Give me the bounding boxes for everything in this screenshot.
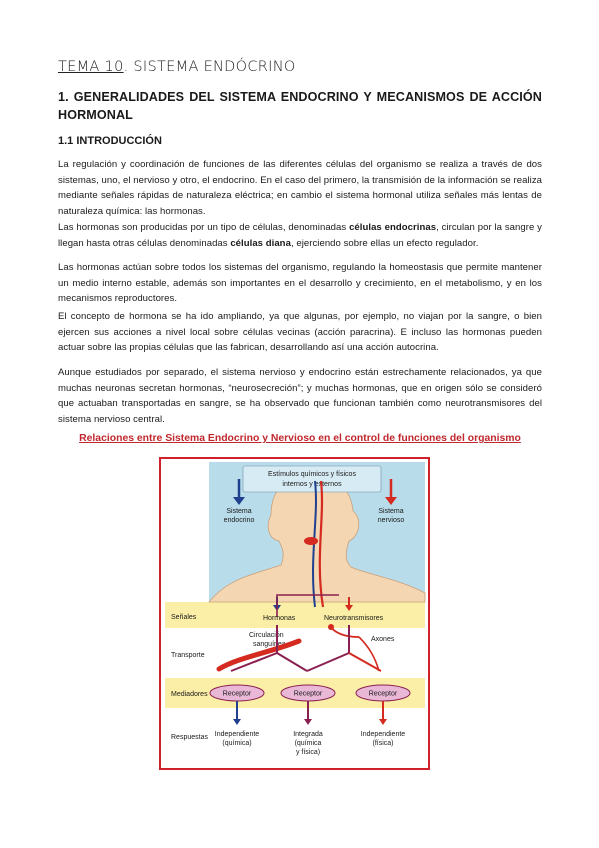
gland-shape xyxy=(304,537,318,545)
nervous-label-2: nervioso xyxy=(378,517,405,524)
endocrine-label-1: Sistema xyxy=(226,508,251,515)
subsection-heading: 1.1 INTRODUCCIÓN xyxy=(58,135,162,147)
term-endocrine-cells: células endocrinas xyxy=(349,222,437,233)
stimuli-label-2: internos y externos xyxy=(282,481,342,488)
paragraph-4: El concepto de hormona se ha ido amplian… xyxy=(58,311,542,354)
receptor-label-1: Receptor xyxy=(223,691,252,698)
response-2-label-1: Integrada xyxy=(293,731,323,738)
paragraph-2-text-b: , circulan por la sangre y llegan hasta … xyxy=(58,222,543,249)
receptor-label-3: Receptor xyxy=(369,691,398,698)
response-2-label-3: y física) xyxy=(296,749,320,756)
row-label-mediators: Mediadores xyxy=(171,691,208,698)
row-label-transport: Transporte xyxy=(171,652,205,659)
receptor-label-2: Receptor xyxy=(294,691,323,698)
paragraph-2-text-c: , ejerciendo sobre ellas un efecto regul… xyxy=(290,237,479,249)
endocrine-nervous-diagram: Estímulos químicos y físicos internos y … xyxy=(159,457,430,770)
response-arrowhead-2 xyxy=(304,719,312,725)
response-3-label-2: (física) xyxy=(373,740,394,747)
response-1-label-1: Independiente xyxy=(215,731,259,738)
paragraph-1: La regulación y coordinación de funcione… xyxy=(58,159,542,217)
title-subject: . SISTEMA ENDÓCRINO xyxy=(123,59,296,75)
circulation-label-1: Circulación xyxy=(249,632,284,639)
paragraph-2: Las hormonas son producidas por un tipo … xyxy=(58,220,542,251)
spinal-nerve-path xyxy=(318,480,325,608)
response-arrowhead-3 xyxy=(379,719,387,725)
hormones-label: Hormonas xyxy=(263,615,296,622)
arrowhead-endocrine xyxy=(233,497,245,505)
neuron-soma xyxy=(328,624,334,630)
neurotransmitter-arrowhead xyxy=(345,605,353,611)
paragraph-5: Aunque estudiados por separado, el siste… xyxy=(58,367,542,425)
integrated-route-left xyxy=(276,652,308,672)
response-2-label-2: (química xyxy=(295,740,322,747)
circulation-label-2: sanguínea xyxy=(253,641,286,648)
band-signals xyxy=(165,602,425,628)
stimuli-box xyxy=(242,465,382,493)
paragraph-2-text-a: Las hormonas son producidas por un tipo … xyxy=(58,222,350,233)
page-title: TEMA 10. SISTEMA ENDÓCRINO xyxy=(58,59,296,75)
nervous-route xyxy=(348,652,382,672)
title-topic: TEMA 10 xyxy=(58,59,124,75)
crosstalk-path xyxy=(276,594,339,617)
endocrine-label-2: endocrino xyxy=(224,517,255,524)
stimuli-label-1: Estímulos químicos y físicos xyxy=(268,471,356,478)
nervous-label-1: Sistema xyxy=(378,508,403,515)
arrowhead-nervous xyxy=(385,497,397,505)
term-target-cells: células diana xyxy=(230,237,291,249)
blood-vessel xyxy=(216,638,302,672)
response-1-label-2: (química) xyxy=(222,740,251,747)
section-heading: 1. GENERALIDADES DEL SISTEMA ENDOCRINO Y… xyxy=(58,90,542,122)
row-label-responses: Respuestas xyxy=(171,734,208,741)
row-label-signals: Señales xyxy=(171,614,197,621)
neurotransmitters-label: Neurotransmisores xyxy=(324,615,384,622)
response-3-label-1: Independiente xyxy=(361,731,405,738)
paragraph-3: Las hormonas actúan sobre todos los sist… xyxy=(58,262,542,305)
axon-path xyxy=(358,636,380,672)
response-arrowhead-1 xyxy=(233,719,241,725)
axons-label: Axones xyxy=(371,636,395,643)
figure-caption: Relaciones entre Sistema Endocrino y Ner… xyxy=(79,433,521,444)
